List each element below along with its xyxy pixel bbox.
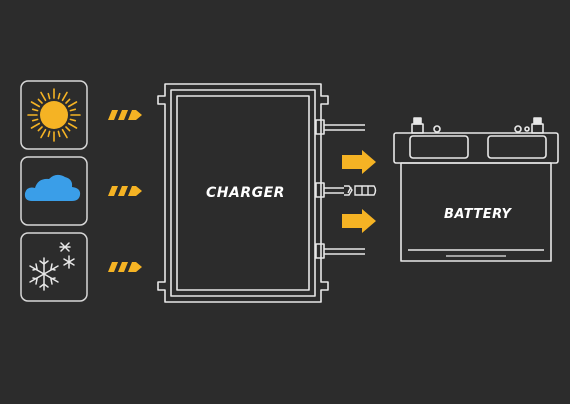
sun-ray (31, 118, 39, 122)
condition-panel-sun (20, 80, 88, 150)
sun-ray (67, 101, 78, 108)
charger-label: CHARGER (206, 185, 285, 201)
input-arrow-snow (108, 262, 142, 272)
output-arrow-bottom (342, 209, 376, 233)
sun-ray (67, 122, 78, 129)
sun-ray (69, 118, 77, 122)
sun-ray (30, 101, 41, 108)
output-arrow-top (342, 150, 376, 174)
sun-ray (47, 92, 51, 100)
input-arrow-sun (108, 110, 142, 120)
sun-ray (37, 98, 43, 104)
cloud-icon (24, 174, 81, 201)
sun-ray (40, 91, 47, 102)
sun-ray (30, 122, 41, 129)
sun-ray (47, 130, 51, 138)
battery (393, 117, 559, 262)
sun-ray (57, 92, 61, 100)
sun-ray (37, 126, 43, 132)
sun-ray (65, 126, 71, 132)
output-cables (324, 124, 377, 255)
condition-panel-cloud (20, 156, 88, 226)
sun-ray (31, 108, 39, 112)
sun-ray (61, 91, 68, 102)
sun-icon (27, 88, 81, 142)
charger-unit (157, 83, 329, 303)
sun-ray (61, 128, 68, 139)
snowflake-icon (29, 242, 75, 291)
sun-ray (69, 108, 77, 112)
condition-panel-snow (20, 232, 88, 302)
sun-ray (57, 130, 61, 138)
sun-ray (65, 98, 71, 104)
sun-ray (40, 128, 47, 139)
input-arrow-cloud (108, 186, 142, 196)
battery-label: BATTERY (444, 207, 512, 222)
